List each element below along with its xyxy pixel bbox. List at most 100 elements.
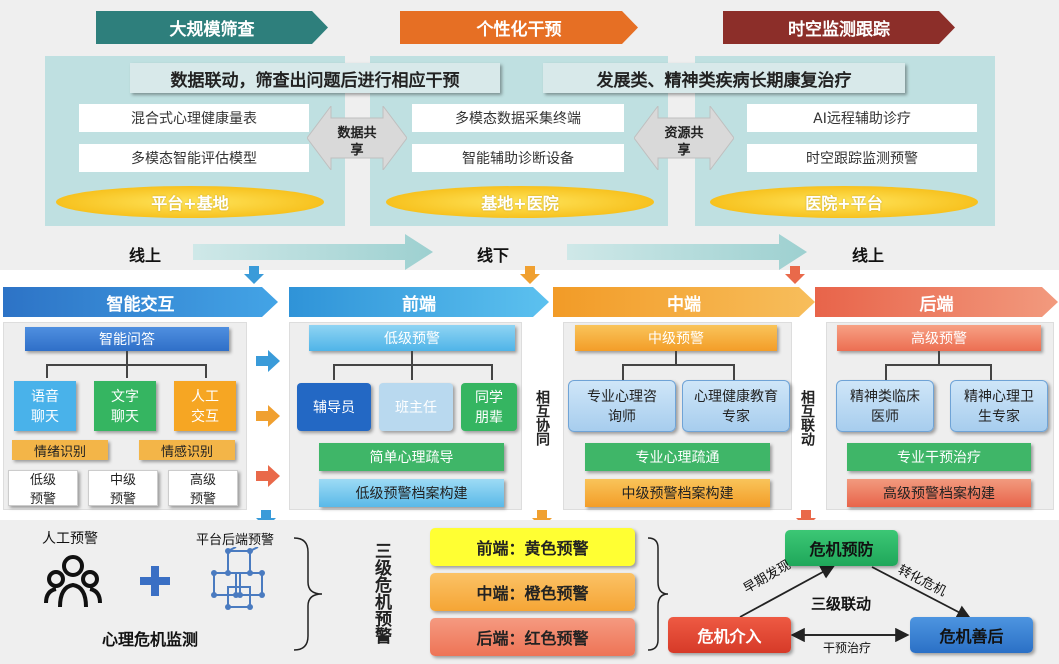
tree-line [885, 364, 991, 366]
diagnosis-device-box: 智能辅助诊断设备 [412, 144, 624, 172]
resource-share-label: 资源共享 [664, 126, 704, 158]
clinical-doctor-box: 精神类临床医师 [836, 380, 934, 432]
header-front: 前端 [289, 287, 549, 317]
tree-line [491, 364, 493, 380]
mid-level-title: 中级预警 [575, 325, 777, 351]
tree-line [411, 351, 413, 365]
tree-line [126, 351, 128, 365]
down-arrow-red [785, 266, 805, 284]
crisis-intervention-box: 危机介入 [668, 617, 791, 653]
tree-line [333, 364, 493, 366]
platform-base-oval: 平台+基地 [56, 186, 324, 218]
head-teacher-box: 班主任 [379, 383, 453, 431]
voice-chat-box: 语音聊天 [14, 381, 76, 431]
mental-health-expert-box: 心理健康教育专家 [682, 380, 790, 432]
mid-archive-box: 中级预警档案构建 [585, 479, 770, 507]
resource-share-arrow [634, 106, 734, 170]
peer-box: 同学朋辈 [461, 383, 517, 431]
tree-line [622, 364, 734, 366]
flow-arrow-2 [567, 234, 807, 270]
phase-intervention: 个性化干预 [400, 11, 638, 44]
down-arrow-red-2 [796, 510, 816, 528]
tree-line [622, 364, 624, 380]
online-label-1: 线上 [128, 246, 161, 265]
mid-warning-box: 中级预警 [88, 470, 158, 507]
offline-label: 线下 [476, 246, 509, 265]
phase-label: 大规模筛查 [169, 20, 255, 40]
down-arrow-blue [244, 266, 264, 284]
tree-line [938, 351, 940, 365]
tracking-box: 时空跟踪监测预警 [747, 144, 977, 172]
people-icon [44, 555, 102, 608]
tree-line [733, 364, 735, 380]
header-back: 后端 [815, 287, 1058, 317]
professional-counseling-box: 专业心理疏通 [585, 443, 770, 471]
crisis-prevention-box: 危机预防 [785, 530, 898, 566]
down-arrow-orange [520, 266, 540, 284]
headline-right: 发展类、精神类疾病长期康复治疗 [543, 63, 905, 93]
down-arrow-blue-2 [256, 510, 276, 528]
three-level-crisis-warning-label: 三级危机预警 [371, 542, 391, 644]
text-chat-box: 文字聊天 [94, 381, 156, 431]
professional-treatment-box: 专业干预治疗 [847, 443, 1031, 471]
linkage-arrows [739, 565, 972, 643]
red-warning-box: 后端：红色预警 [430, 618, 635, 656]
right-arrow-red [256, 465, 280, 487]
scale-box: 混合式心理健康量表 [79, 104, 309, 132]
tree-line [126, 364, 128, 378]
terminal-box: 多模态数据采集终端 [412, 104, 624, 132]
psych-consultant-box: 专业心理咨询师 [568, 380, 676, 432]
emotion-recognition-box: 情绪识别 [12, 440, 108, 460]
affect-recognition-box: 情感识别 [139, 440, 235, 460]
smart-qa-box: 智能问答 [25, 327, 229, 351]
base-hospital-oval: 基地+医院 [386, 186, 654, 218]
data-share-arrow [307, 106, 407, 170]
right-arrow-blue [256, 350, 280, 372]
phase-tracking: 时空监测跟踪 [723, 11, 955, 44]
headline-left: 数据联动，筛查出问题后进行相应干预 [130, 63, 500, 93]
simple-counseling-box: 简单心理疏导 [319, 443, 504, 471]
yellow-warning-box: 前端：黄色预警 [430, 528, 635, 566]
low-warning-box: 低级预警 [8, 470, 78, 507]
coordination-label: 相互协同 [534, 390, 550, 446]
tree-line [46, 364, 48, 378]
linkage-label: 相互联动 [799, 390, 815, 446]
crisis-monitor-label: 心理危机监测 [101, 630, 198, 649]
header-label: 后端 [919, 294, 954, 315]
high-archive-box: 高级预警档案构建 [847, 479, 1031, 507]
header-label: 前端 [402, 294, 436, 315]
high-level-title: 高级预警 [837, 325, 1041, 351]
tree-line [675, 351, 677, 365]
online-label-2: 线上 [851, 246, 884, 265]
mental-health-specialist-box: 精神心理卫生专家 [950, 380, 1048, 432]
plus-icon [140, 566, 170, 596]
crisis-aftercare-box: 危机善后 [910, 617, 1033, 653]
tree-line [411, 364, 413, 380]
intervention-treatment-label: 干预治疗 [812, 638, 882, 656]
hospital-platform-oval: 医院+平台 [710, 186, 978, 218]
header-label: 智能交互 [106, 294, 175, 315]
assessment-model-box: 多模态智能评估模型 [79, 144, 309, 172]
phase-screening: 大规模筛查 [96, 11, 328, 44]
high-warning-box: 高级预警 [168, 470, 238, 507]
tree-line [333, 364, 335, 380]
low-level-title: 低级预警 [309, 325, 515, 351]
down-arrow-orange-2 [532, 510, 552, 528]
counselor-box: 辅导员 [297, 383, 371, 431]
three-level-linkage-label: 三级联动 [810, 594, 871, 613]
orange-warning-box: 中端：橙色预警 [430, 573, 635, 611]
right-arrow-orange [256, 405, 280, 427]
header-mid: 中端 [553, 287, 815, 317]
low-archive-box: 低级预警档案构建 [319, 479, 504, 507]
bracket-right [647, 537, 669, 651]
platform-warning-label: 平台后端预警 [195, 532, 274, 548]
tree-line [885, 364, 887, 380]
tree-line [205, 364, 207, 378]
bracket-left [293, 537, 323, 651]
header-interaction: 智能交互 [3, 287, 278, 317]
phase-label: 时空监测跟踪 [788, 20, 890, 40]
ai-remote-box: AI远程辅助诊疗 [747, 104, 977, 132]
flow-arrow-1 [193, 234, 433, 270]
manual-warning-label: 人工预警 [42, 531, 98, 547]
network-cubes-icon [211, 547, 265, 610]
